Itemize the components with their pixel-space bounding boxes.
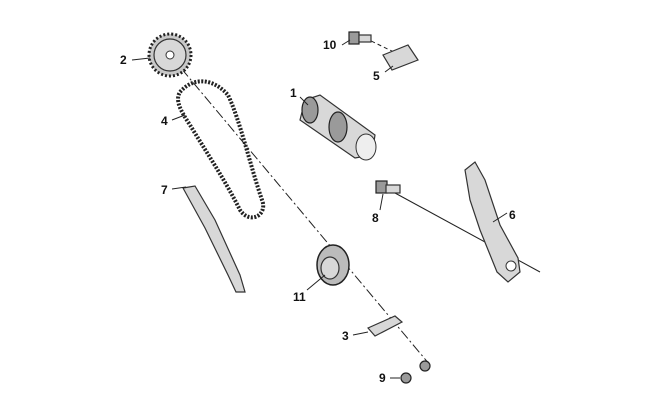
chain-guide xyxy=(182,185,246,293)
callout-9: 9 xyxy=(379,371,386,385)
assembly-axis-line xyxy=(169,54,431,366)
tensioner-pivot xyxy=(505,260,517,272)
callout-1: 1 xyxy=(290,86,297,100)
bolt-9a xyxy=(400,372,412,384)
bolt-8 xyxy=(375,180,401,194)
cam-sprocket xyxy=(147,32,193,78)
camshaft xyxy=(299,94,377,161)
callout-5: 5 xyxy=(373,69,380,83)
callout-6: 6 xyxy=(509,208,516,222)
bolt-10 xyxy=(348,31,372,45)
crank-gear xyxy=(316,244,350,286)
bolt-9b xyxy=(419,360,431,372)
callout-4: 4 xyxy=(161,114,168,128)
plate-3 xyxy=(367,315,404,337)
callout-7: 7 xyxy=(161,183,168,197)
callout-3: 3 xyxy=(342,329,349,343)
callout-11: 11 xyxy=(293,290,306,304)
callout-10: 10 xyxy=(323,38,337,52)
tensioner-guide xyxy=(464,161,521,283)
plate-5 xyxy=(382,44,419,71)
timing-chain xyxy=(176,79,266,220)
callout-2: 2 xyxy=(120,53,127,67)
callout-8: 8 xyxy=(372,211,379,225)
